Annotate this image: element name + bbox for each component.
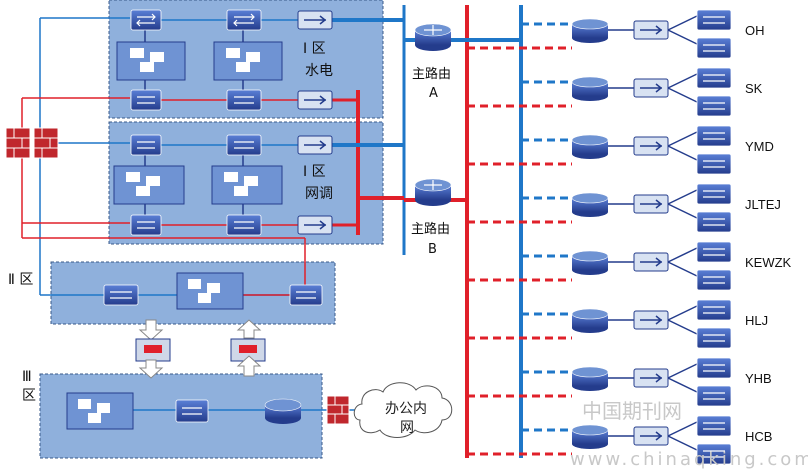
site-label: OH [745,23,765,38]
arrow-down-2 [138,359,164,379]
site-router [571,250,609,275]
zone1-power-isolator-1 [297,10,333,30]
zone1-dispatch-switch-2 [226,134,262,156]
site-isolator [633,194,669,214]
site-switch [696,357,732,379]
site-isolator [633,310,669,330]
zone1-power-switch-4 [226,89,262,111]
site-router [571,76,609,101]
site-switch [696,385,732,407]
zone1-dispatch-server-2 [211,165,283,205]
zone1-power-server-1 [116,41,186,81]
zone2-switch-2 [289,284,323,306]
forward-isolator [135,338,171,362]
site-switch [696,153,732,175]
zone1-power-server-2 [213,41,283,81]
site-switch [696,241,732,263]
site-isolator [633,368,669,388]
office-label-2: 网 [400,420,414,436]
zone1-dispatch-switch-4 [226,214,262,236]
site-switch [696,183,732,205]
zone3-label-2: 区 [22,388,36,404]
zone1-power-label-1: Ⅰ 区 [303,41,326,57]
site-label: JLTEJ [745,197,781,212]
site-router [571,366,609,391]
firewall-left-1 [5,127,31,159]
site-label: KEWZK [745,255,792,270]
site-router [571,134,609,159]
site-router [571,424,609,449]
arrow-up-2 [236,355,262,377]
zone1-power-isolator-2 [297,90,333,110]
site-switch [696,211,732,233]
watermark-cn: 中国期刊网 [582,399,682,423]
site-switch [696,125,732,147]
router-b-label-1: 主路由 [411,221,450,237]
zone1-power-label-2: 水电 [305,63,333,79]
site-switch [696,327,732,349]
router-b-label-2: B [428,242,437,257]
site-isolator [633,20,669,40]
zone2-server [176,272,244,310]
router-a-label-1: 主路由 [412,66,451,82]
zone2-label: Ⅱ 区 [8,272,33,288]
zone1-dispatch-switch-3 [130,214,162,236]
site-router [571,308,609,333]
site-switch [696,37,732,59]
watermark-en: www.chinaqking.com [570,449,808,469]
site-switch [696,9,732,31]
firewall-left-2 [33,127,59,159]
site-label: YMD [745,139,774,154]
zone3-switch [175,399,209,423]
arrow-down-1 [138,319,164,341]
zone1-dispatch-label-1: Ⅰ 区 [303,164,326,180]
site-switch [696,95,732,117]
site-label: HLJ [745,313,768,328]
zone2-switch-1 [103,284,139,306]
zone1-power-switch-2 [226,9,262,31]
site-switch [696,67,732,89]
site-switch [696,299,732,321]
office-label-1: 办公内 [385,401,427,417]
site-isolator [633,136,669,156]
zone1-dispatch-switch-1 [130,134,162,156]
site-switch [696,443,732,465]
zone1-dispatch-isolator-2 [297,215,333,235]
zone1-power-switch-1 [130,9,162,31]
zone1-dispatch-isolator-1 [297,135,333,155]
site-isolator [633,252,669,272]
router-b-icon [414,178,452,206]
site-label: YHB [745,371,772,386]
zone1-dispatch-server-1 [113,165,185,205]
zone1-power-switch-3 [130,89,162,111]
site-isolator [633,426,669,446]
office-network-cloud [353,382,453,438]
zone3-server [66,392,134,430]
zone3-router [264,398,302,424]
router-a-label-2: A [429,86,438,101]
site-isolator [633,78,669,98]
arrow-up-1 [236,319,262,339]
site-router [571,18,609,43]
zone1-dispatch-label-2: 网调 [305,186,333,202]
router-a-icon [414,23,452,51]
zone3-label-1: Ⅲ [22,369,32,385]
site-label: SK [745,81,763,96]
zone3-firewall [326,395,350,425]
site-switch [696,415,732,437]
site-switch [696,269,732,291]
site-label: HCB [745,429,772,444]
site-router [571,192,609,217]
